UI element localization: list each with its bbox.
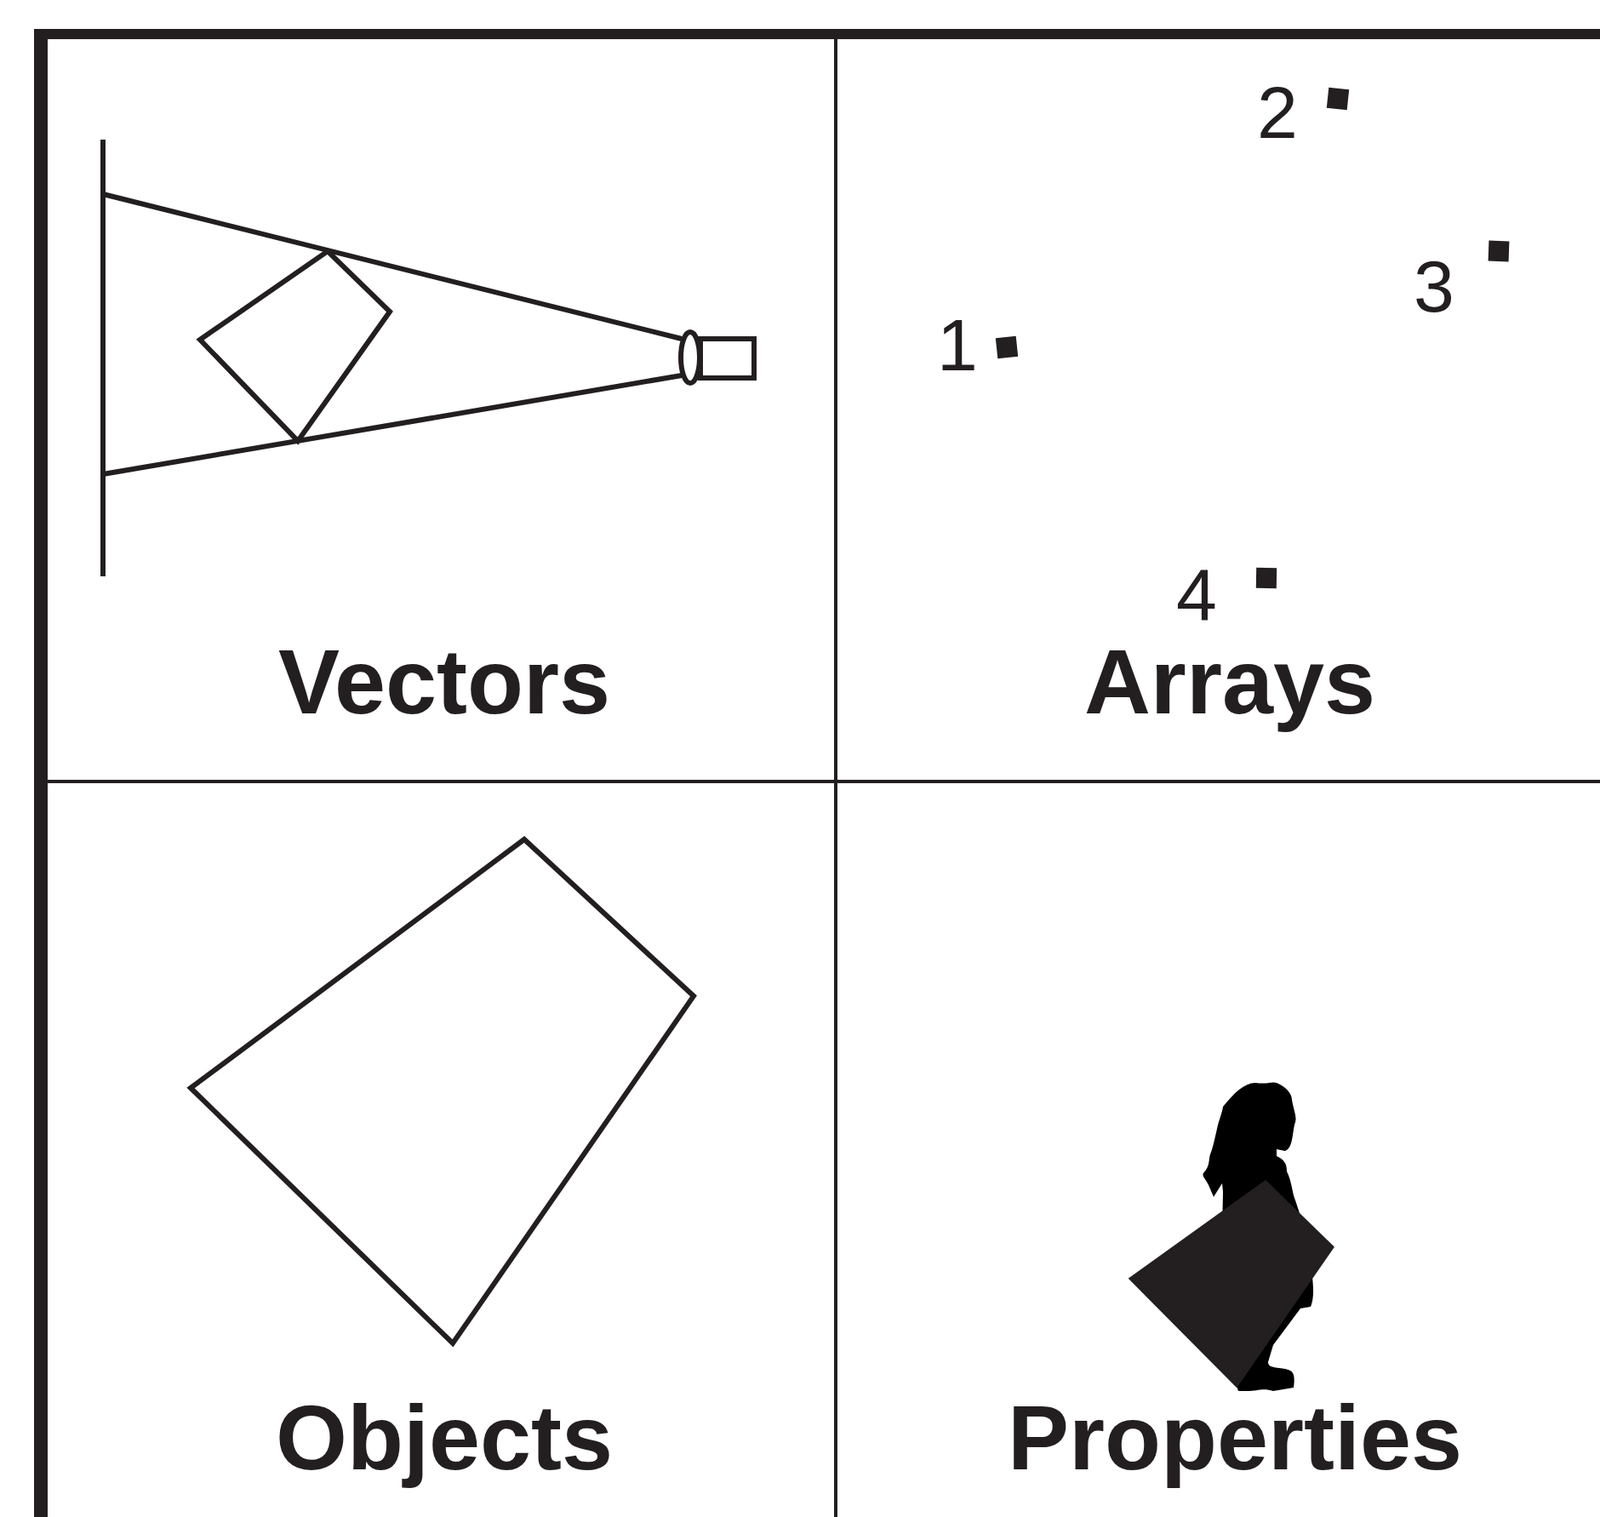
frame-top — [34, 28, 1600, 40]
callout-number: 3 — [1413, 249, 1455, 323]
callout-number: 2 — [1257, 75, 1298, 149]
panel-title: Properties — [1007, 1391, 1463, 1484]
point-mark — [995, 336, 1018, 359]
camera-lens — [680, 331, 700, 383]
grid-vertical — [834, 39, 838, 1517]
panel-title: Vectors — [278, 635, 611, 728]
point-mark — [1256, 567, 1277, 589]
grid-horizontal — [47, 779, 1600, 783]
point-mark — [1326, 87, 1349, 110]
projection-ray — [102, 375, 682, 475]
object-outline — [190, 839, 694, 1343]
point-marks — [995, 87, 1510, 589]
camera-body — [700, 338, 755, 378]
image-plane — [100, 139, 106, 577]
panel-title: Arrays — [1084, 635, 1376, 728]
frame-left — [34, 28, 48, 1517]
panel-title: Objects — [275, 1391, 613, 1484]
point-mark — [1488, 240, 1510, 263]
callout-number: 1 — [937, 308, 978, 382]
callout-number: 4 — [1176, 557, 1218, 631]
held-square — [1130, 1181, 1333, 1386]
projection-drawing — [102, 139, 755, 577]
square-outline — [200, 251, 390, 441]
projection-ray — [102, 194, 682, 339]
